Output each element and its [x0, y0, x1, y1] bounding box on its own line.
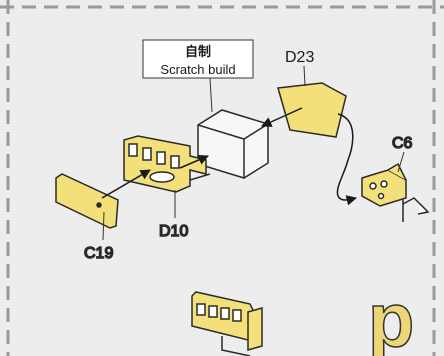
callout-english-text: Scratch build: [160, 62, 235, 77]
d23-leader-line: [303, 65, 306, 87]
c19-leader-line: [102, 211, 105, 241]
scratch-build-block: [197, 109, 269, 179]
d23-attach-arrow: [261, 107, 303, 127]
scratch-build-callout: 自制 Scratch build: [142, 39, 254, 113]
label-c19: C19: [84, 245, 113, 262]
callout-leader-line: [209, 77, 213, 113]
step-letter: p: [368, 278, 414, 356]
c19-attach-arrow: [101, 169, 151, 199]
d10-attach-arrow: [179, 154, 209, 169]
label-d23: D23: [285, 49, 314, 66]
label-d10: D10: [159, 223, 188, 240]
label-c6: C6: [392, 135, 413, 152]
callout-chinese-text: 自制: [185, 44, 211, 59]
part-d23-plate: D23: [261, 49, 347, 138]
part-c19-strip: C19: [55, 169, 151, 263]
wire-to-c6: [336, 113, 358, 206]
part-preview-bottom: [191, 291, 263, 356]
part-c6-bracket: C6: [361, 134, 430, 222]
c6-leader-line: [397, 151, 405, 173]
